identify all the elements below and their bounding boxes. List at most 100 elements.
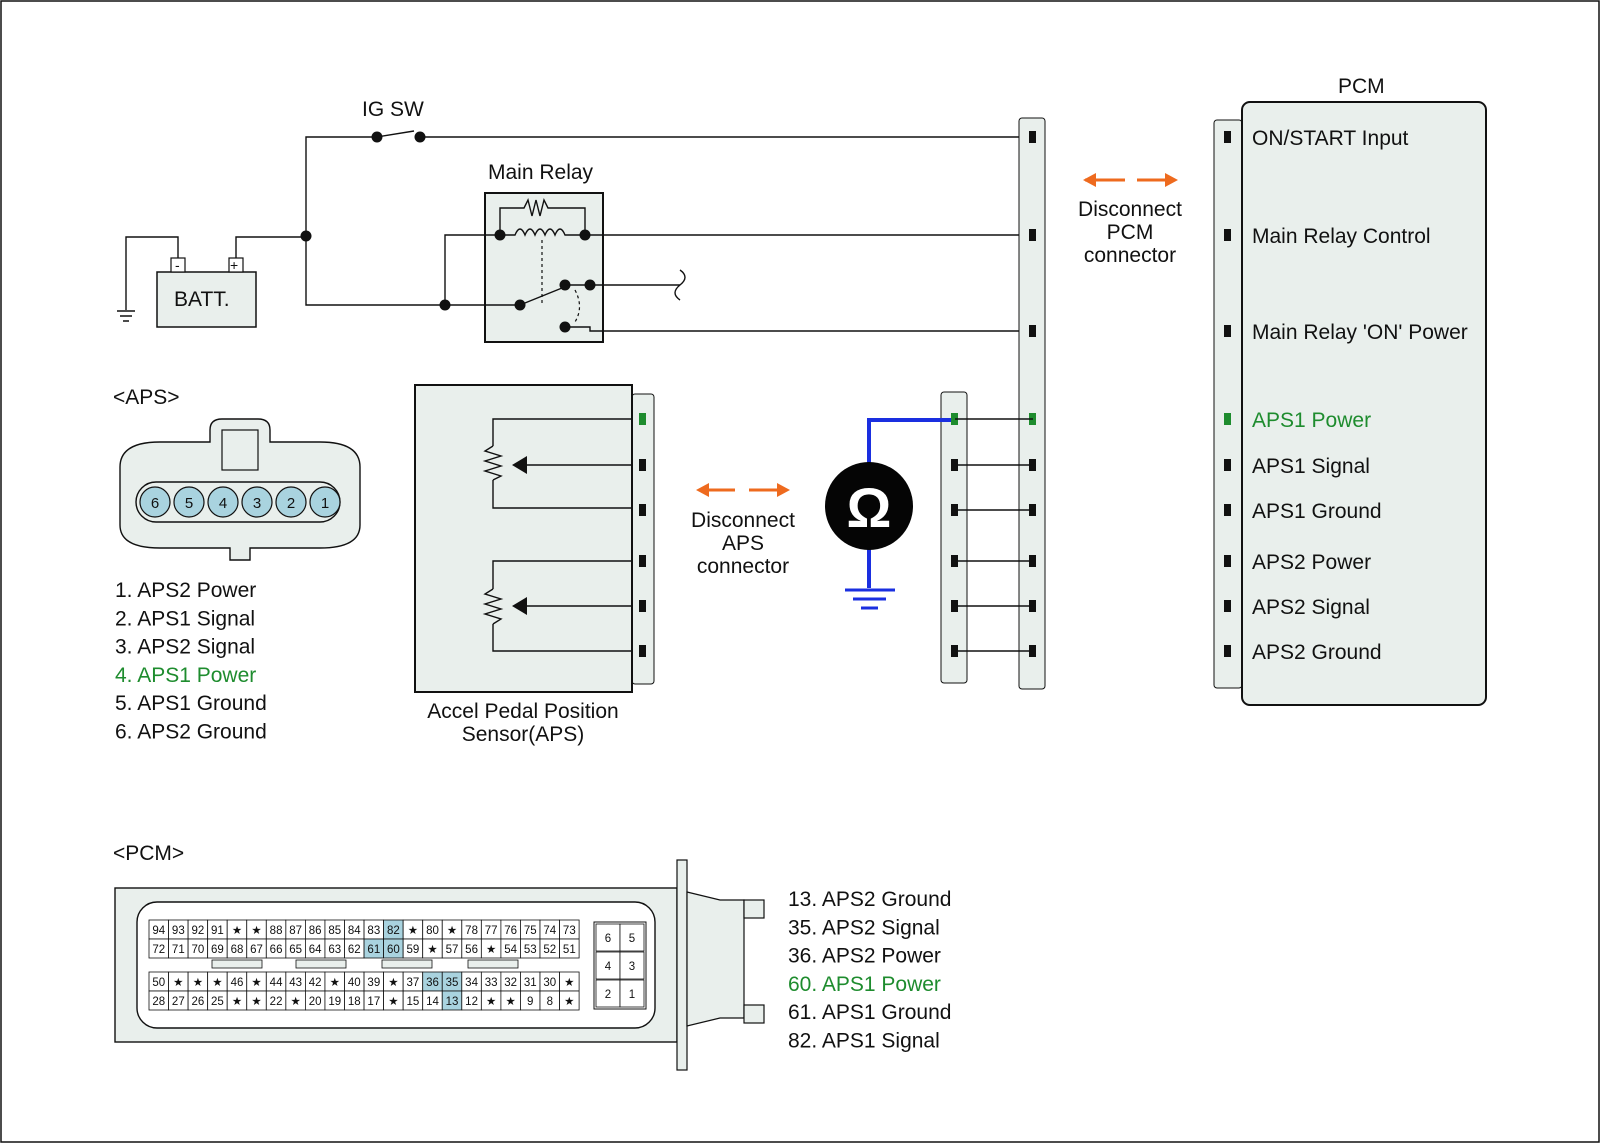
- pcm-grid-cell-label: 66: [270, 944, 283, 956]
- pcm-grid-cell-label: 64: [309, 944, 322, 956]
- disconnect-aps-line3: connector: [697, 555, 789, 578]
- pcm-grid-cell-label: 73: [563, 925, 576, 937]
- pcm-grid-cell-label: 71: [172, 944, 185, 956]
- aps-pin-list-item: 5. APS1 Ground: [115, 692, 267, 715]
- pcm-grid-cell-label: 8: [547, 996, 553, 1008]
- aps-face-pin-number: 5: [185, 495, 193, 512]
- aps-pin-list-item: 6. APS2 Ground: [115, 721, 267, 744]
- pcm-grid-cell-label: 54: [504, 944, 517, 956]
- pcm-grid-cell-label: 36: [426, 977, 439, 989]
- pcm-grid-cell-label: 60: [387, 944, 400, 956]
- pcm-harness-pin: [1029, 131, 1036, 143]
- pcm-pin-label: APS2 Signal: [1252, 596, 1370, 619]
- aps-sensor-pin: [639, 413, 646, 425]
- aps-sensor-pin: [639, 459, 646, 471]
- main-relay: Main Relay: [484, 161, 604, 343]
- power-circuit: IG SW - + BATT. Main Relay: [117, 98, 1033, 343]
- pcm-harness-pin: [1029, 229, 1036, 241]
- battery: - + BATT.: [117, 236, 306, 328]
- pcm-grid-cell-label: ★: [388, 977, 398, 989]
- pcm-grid-key: [381, 959, 433, 969]
- aps-sensor-pin: [639, 600, 646, 612]
- pcm-grid-cell-label: 35: [446, 977, 459, 989]
- pcm-grid-cell-label: 94: [152, 925, 165, 937]
- aps-sensor-label-line1: Accel Pedal Position: [427, 700, 618, 723]
- aps-harness-pin: [951, 459, 958, 471]
- pcm-pin-label: Main Relay Control: [1252, 225, 1431, 248]
- disconnect-pcm-line2: PCM: [1107, 221, 1154, 244]
- pcm-grid-cell-label: 26: [191, 996, 204, 1008]
- aps-harness-pin: [951, 504, 958, 516]
- pcm-small-grid-label: 3: [629, 961, 635, 973]
- pcm-grid-cell-label: 65: [289, 944, 302, 956]
- disconnect-aps-line2: APS: [722, 532, 764, 555]
- ig-sw-label: IG SW: [362, 98, 424, 121]
- pcm-grid-cell-label: ★: [193, 977, 203, 989]
- pcm-pin-list-item: 82. APS1 Signal: [788, 1030, 940, 1053]
- aps-sensor-pin: [639, 555, 646, 567]
- pcm-module-pin: [1224, 504, 1231, 516]
- harness-wires: [951, 413, 1033, 657]
- pcm-grid-cell-label: 62: [348, 944, 361, 956]
- aps-face-pin-number: 1: [321, 495, 329, 512]
- pcm-grid-cell-label: 46: [231, 977, 244, 989]
- pcm-module-pin: [1224, 413, 1231, 425]
- aps-harness-pin: [951, 413, 958, 425]
- disconnect-pcm-note: Disconnect PCM connector: [1078, 173, 1182, 267]
- pcm-small-grid-label: 5: [629, 933, 635, 945]
- pcm-grid-cell: [559, 938, 580, 959]
- aps-face-pin: [207, 486, 239, 518]
- pcm-grid-cell-label: 37: [407, 977, 420, 989]
- pcm-grid-cell-label: ★: [388, 996, 398, 1008]
- aps-face-pin-number: 6: [151, 495, 159, 512]
- pcm-grid-cell-label: 30: [543, 977, 556, 989]
- pcm-grid-cell-label: 80: [426, 925, 439, 937]
- pcm-pin-label: APS1 Signal: [1252, 455, 1370, 478]
- pcm-grid-cell-label: 15: [407, 996, 420, 1008]
- pcm-harness-connector: [1018, 117, 1046, 690]
- pcm-small-grid-cell: [595, 951, 621, 980]
- pcm-pin-label: APS2 Power: [1252, 551, 1371, 574]
- aps-sensor-pin: [639, 645, 646, 657]
- pcm-grid-key: [211, 959, 263, 969]
- pcm-grid-cell-label: 33: [485, 977, 498, 989]
- pcm-small-grid-cell: [619, 923, 645, 952]
- pcm-module-pin: [1224, 600, 1231, 612]
- aps-pin-list-item: 4. APS1 Power: [115, 664, 256, 687]
- pcm-grid-cell-label: 68: [231, 944, 244, 956]
- pcm-small-grid-cell: [619, 979, 645, 1008]
- pcm-grid-cell-label: 84: [348, 925, 361, 937]
- aps-pin-list-item: 1. APS2 Power: [115, 579, 256, 602]
- pcm-harness-pin: [1029, 325, 1036, 337]
- pcm-title: PCM: [1338, 75, 1385, 98]
- pcm-grid-cell-label: 69: [211, 944, 224, 956]
- aps-harness-pin: [951, 600, 958, 612]
- pcm-grid-cell-label: 43: [289, 977, 302, 989]
- aps-harness-connector: [940, 391, 968, 684]
- aps-header: <APS>: [113, 386, 180, 409]
- aps-sensor-label-line2: Sensor(APS): [462, 723, 585, 746]
- aps-face-pin: [309, 486, 341, 518]
- pcm-module-pin: [1224, 325, 1231, 337]
- pcm-grid-cell-label: ★: [486, 996, 496, 1008]
- disconnect-aps-note: Disconnect APS connector: [691, 483, 795, 578]
- pcm-grid-cell-label: ★: [564, 977, 574, 989]
- pcm-grid-cell-label: 12: [465, 996, 478, 1008]
- pcm-grid-cell: [559, 990, 580, 1011]
- pcm-grid-cell-label: 19: [328, 996, 341, 1008]
- pcm-grid-cell-label: 9: [527, 996, 533, 1008]
- pcm-grid-cell-label: ★: [232, 996, 242, 1008]
- pcm-pin-label: APS1 Ground: [1252, 500, 1382, 523]
- pcm-grid-cell-label: 53: [524, 944, 537, 956]
- pcm-grid-cell-label: 87: [289, 925, 302, 937]
- pcm-grid-cell-label: 44: [270, 977, 283, 989]
- pcm-grid-cell-label: 17: [367, 996, 380, 1008]
- pcm-header: <PCM>: [113, 842, 184, 865]
- pcm-pin-label: ON/START Input: [1252, 127, 1409, 150]
- pcm-grid-cell-label: ★: [251, 977, 261, 989]
- pcm-module-pin: [1224, 459, 1231, 471]
